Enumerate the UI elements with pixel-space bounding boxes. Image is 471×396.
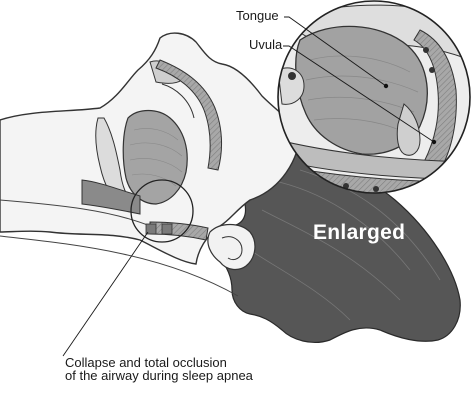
tongue-leader-dot [384,84,388,88]
uvula-leader-dot [432,140,436,144]
tongue-label: Tongue [236,9,279,22]
enlarged-label: Enlarged [313,222,405,244]
caption: Collapse and total occlusion of the airw… [65,356,253,382]
ear [208,225,255,270]
uvula-label: Uvula [249,38,282,51]
caption-line-2: of the airway during sleep apnea [65,369,253,382]
